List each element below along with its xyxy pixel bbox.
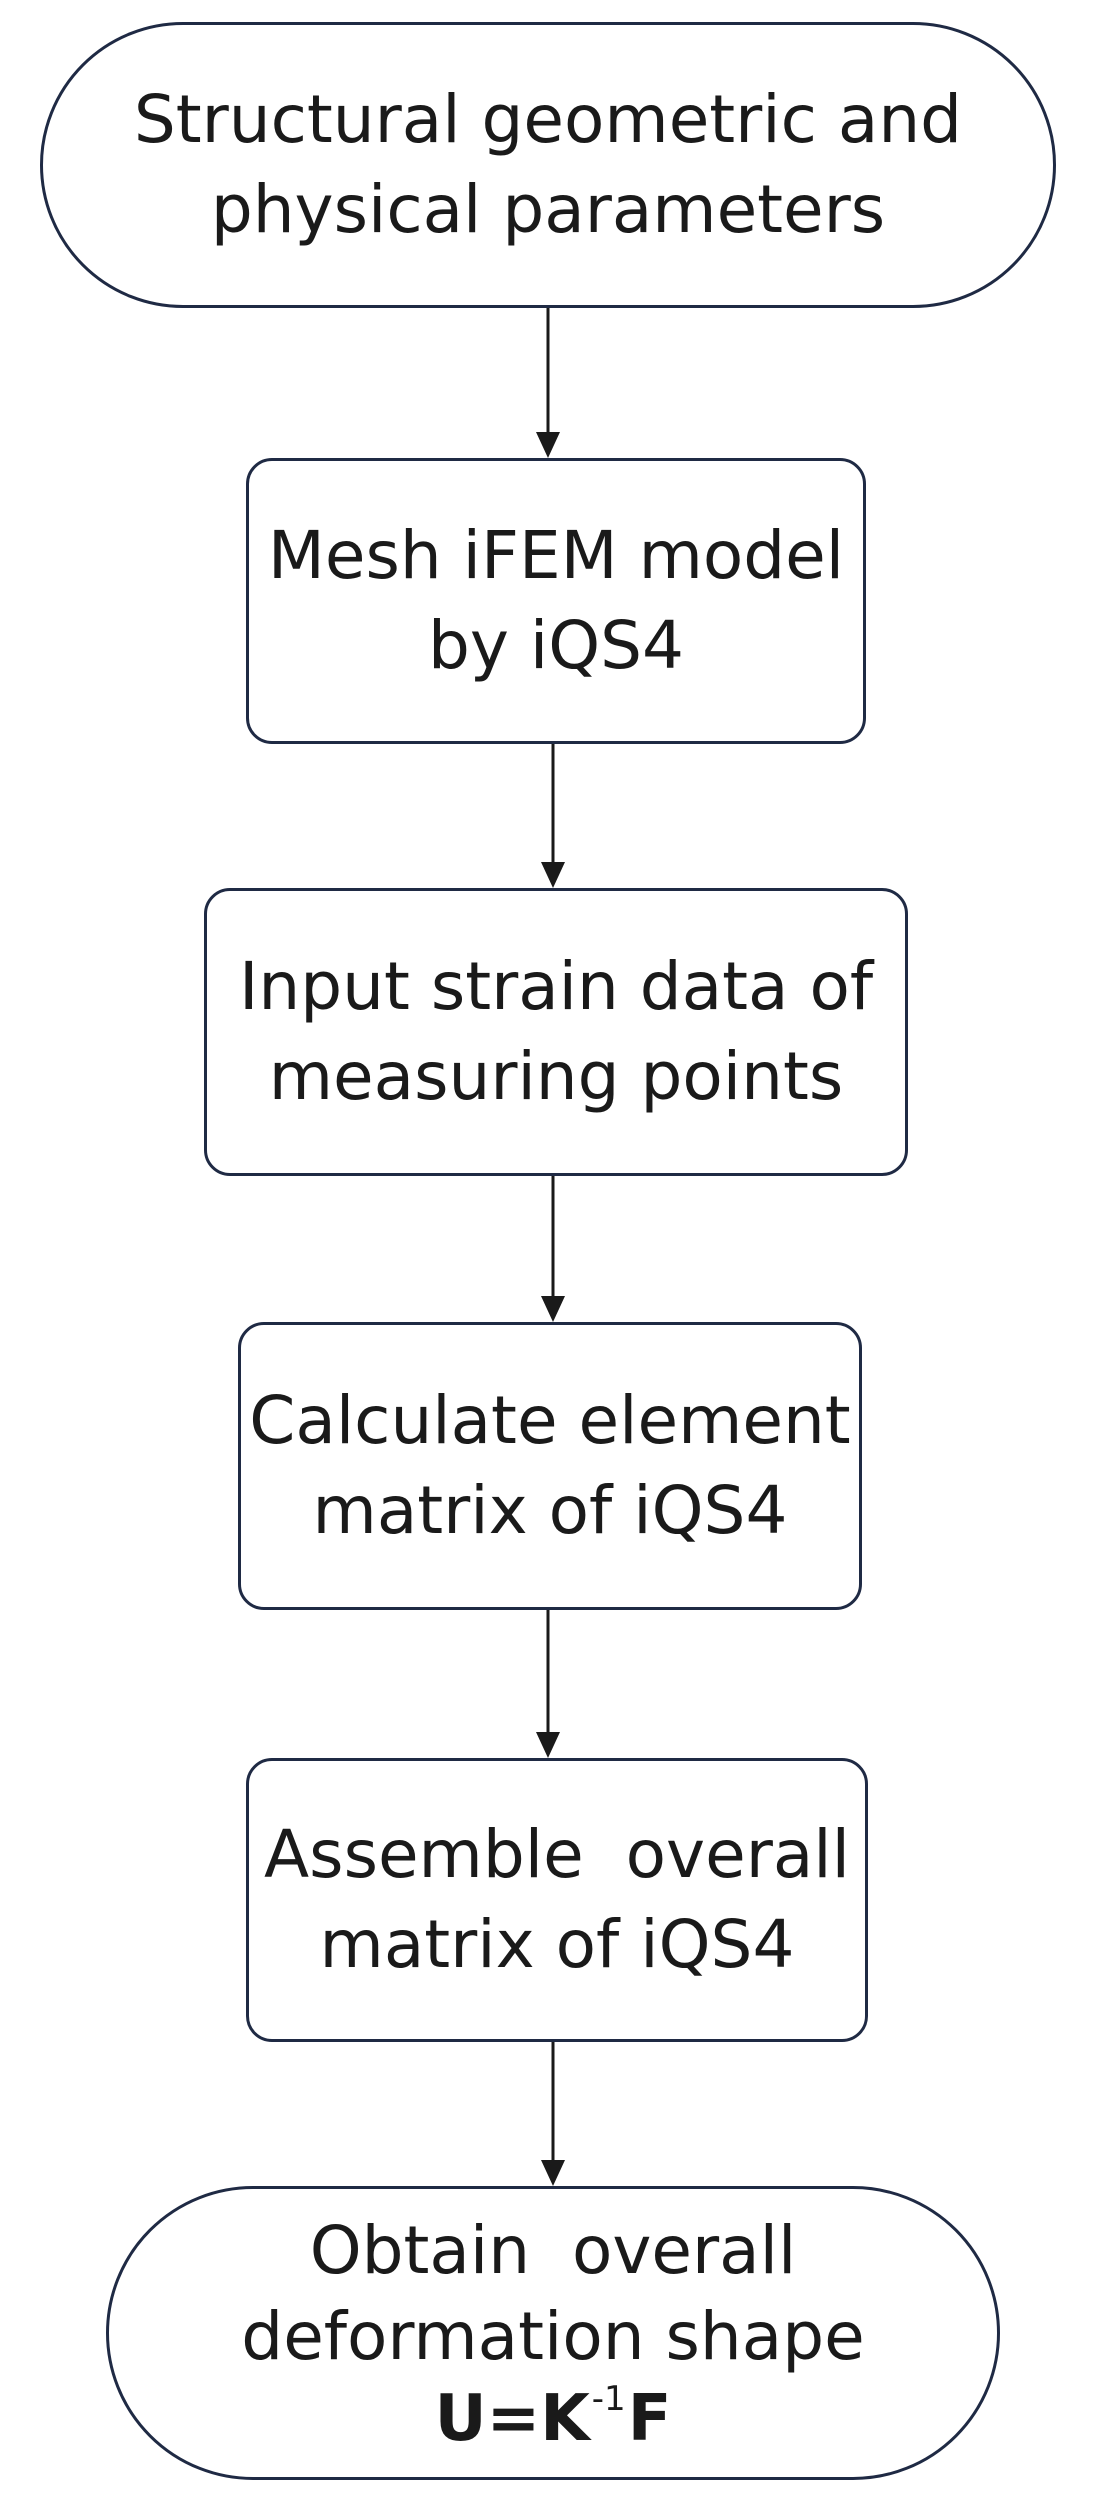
end-node: Obtain overall deformation shape U=K-1F (106, 2186, 1000, 2480)
input-strain-node: Input strain data of measuring points (204, 888, 908, 1176)
assemble-matrix-node: Assemble overall matrix of iQS4 (246, 1758, 868, 2042)
formula-right: F (627, 2382, 672, 2457)
end-node-line-2: deformation shape (241, 2297, 865, 2375)
end-node-line-1: Obtain overall (309, 2211, 797, 2289)
arrowhead-assemble-to-end (541, 2160, 565, 2186)
mesh-model-node-line-2: by iQS4 (427, 607, 685, 684)
mesh-model-node: Mesh iFEM model by iQS4 (246, 458, 866, 744)
assemble-matrix-node-line-1: Assemble overall (264, 1816, 850, 1894)
mesh-model-node-line-1: Mesh iFEM model (267, 517, 845, 595)
start-node-line-1: Structural geometric and (133, 81, 963, 159)
input-strain-node-line-2: measuring points (268, 1038, 844, 1115)
formula-left: U=K (434, 2382, 590, 2457)
input-strain-node-line-1: Input strain data of (238, 948, 874, 1026)
assemble-matrix-node-line-2: matrix of iQS4 (319, 1906, 795, 1983)
calculate-matrix-node: Calculate element matrix of iQS4 (238, 1322, 862, 1610)
arrowhead-calculate-to-assemble (536, 1732, 560, 1758)
calculate-matrix-node-line-2: matrix of iQS4 (312, 1472, 788, 1549)
arrowhead-mesh-to-input (541, 862, 565, 888)
arrowhead-start-to-mesh (536, 432, 560, 458)
arrowhead-input-to-calculate (541, 1296, 565, 1322)
start-node-line-2: physical parameters (210, 171, 886, 248)
formula-text: U=K-1F (435, 2381, 672, 2458)
formula-superscript: -1 (591, 2379, 626, 2420)
calculate-matrix-node-line-1: Calculate element (249, 1382, 851, 1460)
start-node: Structural geometric and physical parame… (40, 22, 1056, 308)
